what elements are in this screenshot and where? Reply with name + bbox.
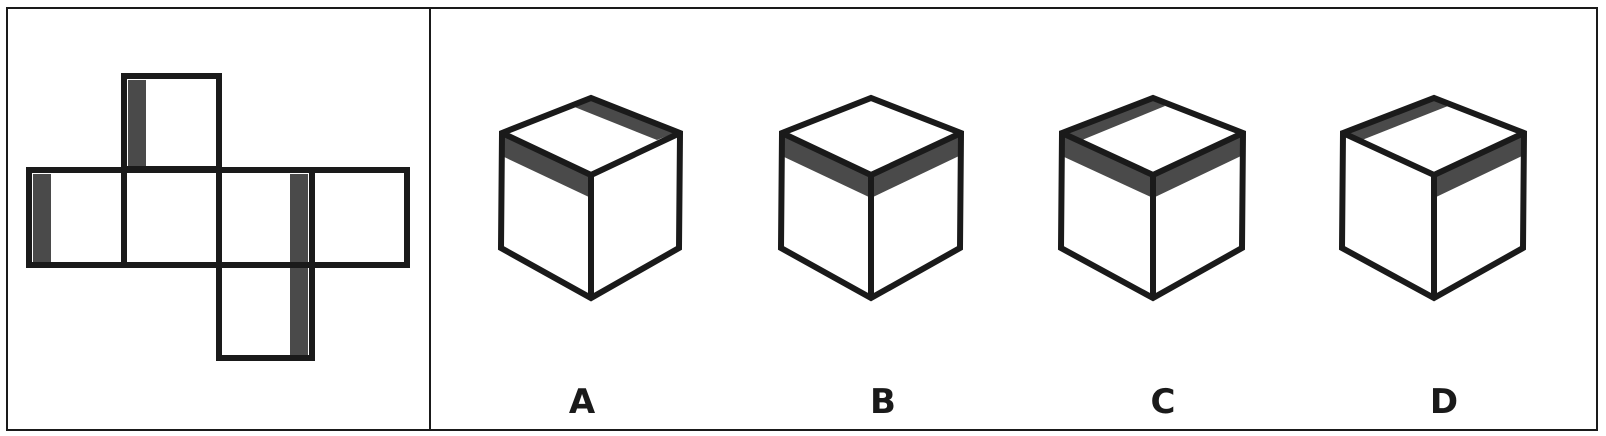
cube-a-left-shade	[502, 135, 591, 198]
cube-d	[1338, 94, 1528, 302]
cube-a-top-shade	[572, 98, 677, 140]
option-c[interactable]: C	[1057, 94, 1247, 422]
cube-c-top-left-shade	[1062, 98, 1165, 140]
cube-d-outline	[1338, 94, 1528, 302]
option-c-label: C	[1151, 382, 1176, 422]
outer-border	[6, 7, 1598, 431]
cube-a	[497, 94, 684, 302]
option-b-label: B	[870, 382, 896, 422]
cube-b-right-shade	[871, 135, 959, 198]
cube-c-left-shade	[1062, 135, 1153, 198]
net-shade-third-face	[290, 174, 308, 262]
net-face-row-4	[309, 167, 410, 268]
option-b[interactable]: B	[777, 94, 965, 422]
option-d-label: D	[1430, 382, 1458, 422]
option-a-label: A	[569, 382, 596, 422]
net-shade-bottom-face	[290, 268, 308, 356]
option-a[interactable]: A	[497, 94, 684, 422]
cube-d-top-left-shade	[1343, 98, 1448, 140]
cube-c-outline	[1057, 94, 1247, 302]
cube-a-outline	[497, 94, 684, 302]
net-face-row-2	[121, 167, 222, 268]
cube-c-right-shade	[1153, 135, 1241, 198]
net-face-bottom	[216, 262, 315, 361]
cube-c	[1057, 94, 1247, 302]
cube-net	[26, 73, 410, 361]
cube-b	[777, 94, 965, 302]
option-d[interactable]: D	[1338, 94, 1528, 422]
net-shade-top-face	[128, 80, 146, 168]
cube-b-outline	[777, 94, 965, 302]
net-shade-left-face	[33, 174, 51, 262]
cube-d-right-shade	[1434, 135, 1522, 198]
cube-b-left-shade	[782, 135, 871, 198]
